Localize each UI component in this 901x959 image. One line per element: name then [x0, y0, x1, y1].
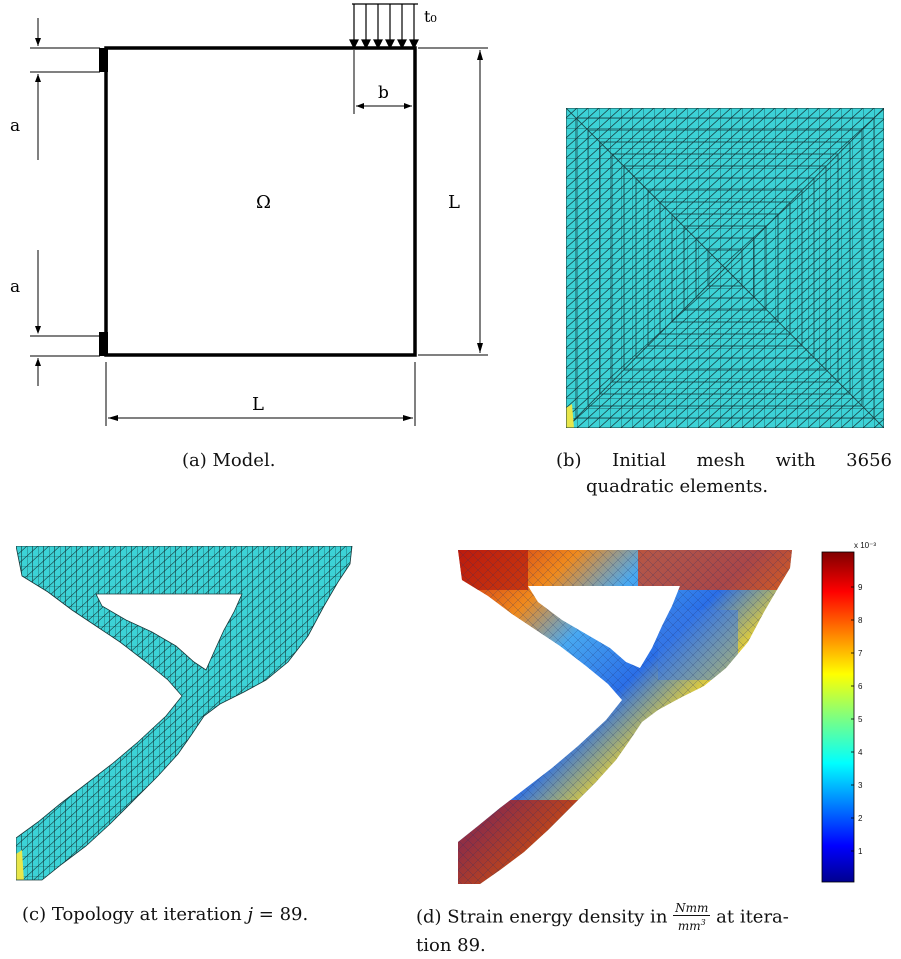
caption-b: (b) Initial mesh with 3656 quadratic ele…: [556, 448, 892, 500]
initial-mesh: [566, 108, 884, 428]
colorbar-tick-label: 9: [858, 583, 863, 592]
colorbar-multiplier: x 10⁻³: [854, 541, 876, 550]
colorbar-tick-label: 8: [858, 616, 863, 625]
colorbar-tick-label: 4: [858, 748, 863, 757]
dim-L-right-label: L: [448, 192, 460, 213]
colorbar-tick-label: 6: [858, 682, 863, 691]
domain-square: [104, 46, 417, 357]
colorbar-tick-label: 2: [858, 814, 863, 823]
caption-c-prefix: (c) Topology at iteration: [22, 904, 248, 925]
colorbar-ticks: 9 8 7 6 5 4 3 2 1: [851, 583, 863, 856]
caption-c-var: j: [247, 904, 254, 925]
load-label: t₀: [424, 7, 437, 26]
colorbar-tick-label: 3: [858, 781, 863, 790]
dim-a-bottom-label: a: [10, 277, 20, 297]
caption-d-line1: (d) Strain energy density in Nmm mm3 at …: [416, 902, 892, 933]
load-arrows: [349, 3, 419, 50]
caption-d-den-exp: 3: [700, 918, 706, 927]
caption-d-prefix: (d) Strain energy density in: [416, 906, 674, 928]
caption-c-suffix: = 89.: [253, 904, 309, 925]
topology-mesh: [16, 546, 353, 881]
colorbar: x 10⁻³ 9 8 7 6 5 4 3 2 1: [821, 541, 876, 883]
caption-c: (c) Topology at iteration j = 89.: [22, 902, 308, 928]
dim-L-bottom-label: L: [252, 394, 264, 415]
colorbar-tick-label: 5: [858, 715, 863, 724]
caption-d-numerator: Nmm: [673, 901, 711, 916]
dim-b-label: b: [378, 83, 389, 103]
caption-d: (d) Strain energy density in Nmm mm3 at …: [416, 902, 892, 959]
caption-a: (a) Model.: [182, 450, 276, 471]
model-diagram: t₀ b a a Ω L L: [10, 3, 488, 426]
caption-d-denominator: mm3: [673, 916, 710, 933]
colorbar-tick-label: 1: [858, 847, 863, 856]
caption-d-suffix: at itera-: [710, 906, 789, 928]
strain-energy-plot: [458, 550, 792, 884]
caption-d-line2: tion 89.: [416, 935, 486, 956]
caption-d-den: mm: [677, 919, 701, 933]
dim-a-top-label: a: [10, 116, 20, 136]
bottom-support: [99, 332, 108, 356]
caption-b-line1: (b) Initial mesh with 3656: [556, 450, 892, 471]
top-support: [99, 48, 108, 72]
domain-label: Ω: [256, 192, 271, 213]
colorbar-tick-label: 7: [858, 649, 863, 658]
caption-b-line2: quadratic elements.: [586, 476, 769, 497]
caption-d-fraction: Nmm mm3: [673, 901, 711, 933]
